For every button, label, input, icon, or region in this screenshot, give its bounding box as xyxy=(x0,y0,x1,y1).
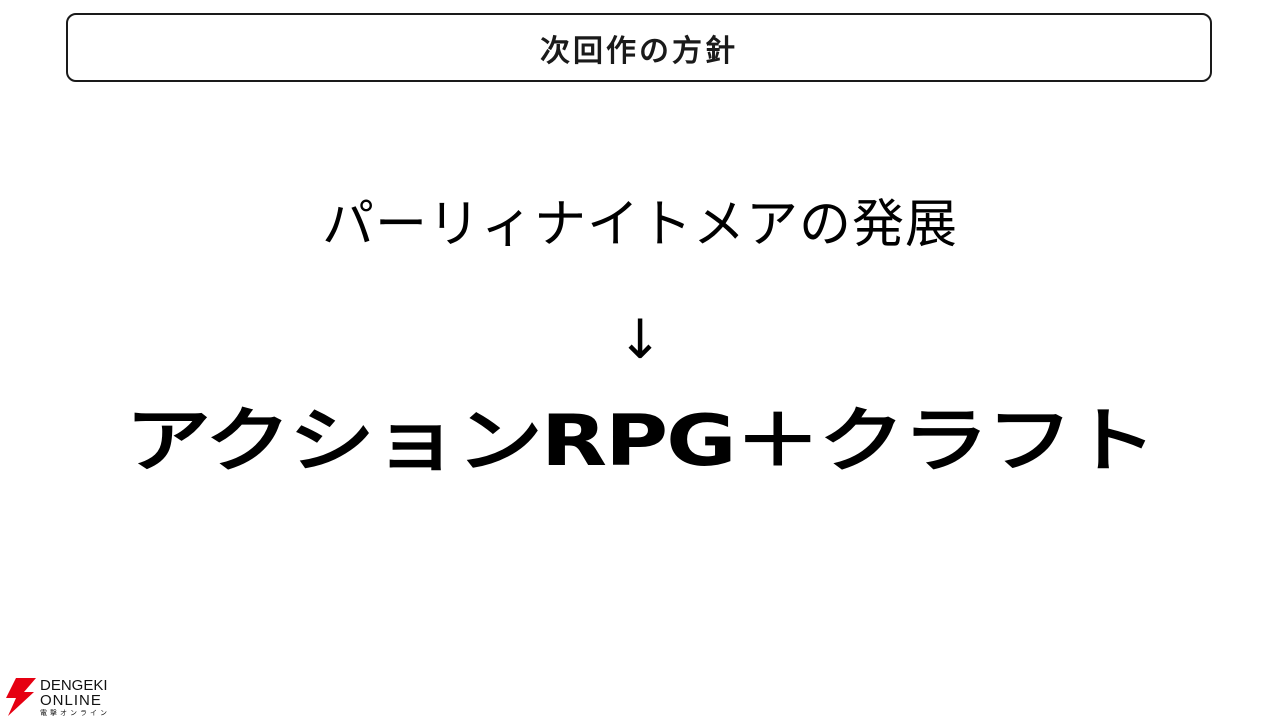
slide-title-box: 次回作の方針 xyxy=(66,13,1212,82)
watermark-text-online: ONLINE xyxy=(40,692,102,709)
watermark-text-dengeki: DENGEKI xyxy=(40,677,108,694)
lightning-bolt-icon xyxy=(6,678,36,716)
slide-title: 次回作の方針 xyxy=(540,33,738,69)
dengeki-online-watermark: DENGEKI ONLINE 電撃オンライン xyxy=(2,676,126,718)
watermark-text-kana: 電撃オンライン xyxy=(40,709,110,717)
slide-line-genre: アクションRPG＋クラフト xyxy=(125,400,1157,482)
down-arrow-icon: ↓ xyxy=(617,308,663,371)
slide-line-development: パーリィナイトメアの発展 xyxy=(321,195,958,255)
